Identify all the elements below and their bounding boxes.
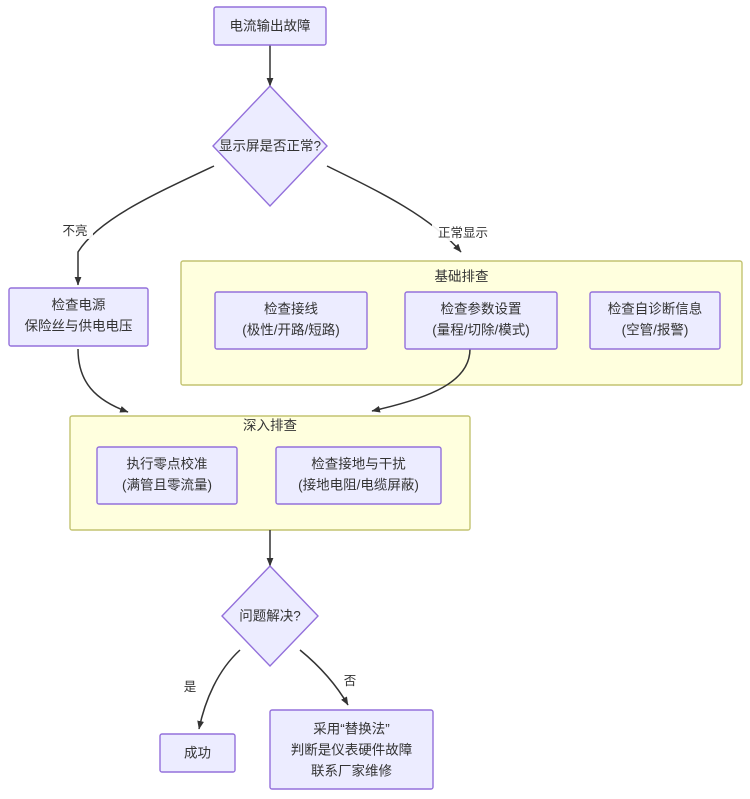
node-decision-solved-diamond[interactable]: [221, 564, 319, 668]
node-success-label-line-1: 成功: [184, 746, 211, 761]
node-check-ground-label-line-2: (接地电阻/电缆屏蔽): [298, 477, 419, 493]
node-decision-solved[interactable]: 问题解决?: [221, 564, 319, 668]
edge-cluster-basic-to-cluster-deep: [371, 348, 471, 413]
node-zero-calibration-rect[interactable]: [96, 446, 238, 505]
node-check-wiring-label-line-1: 检查接线: [264, 301, 318, 317]
node-check-power-label-line-1: 检查电源: [52, 298, 106, 313]
edge-label-not-lit-bg: [57, 222, 93, 239]
edge-label-normal-display: 正常显示: [438, 226, 488, 240]
node-replacement[interactable]: 采用“替换法” 判断是仪表硬件故障 联系厂家维修: [269, 709, 434, 790]
cluster-basic-label: 基础排查: [435, 268, 489, 284]
node-replacement-rect[interactable]: [269, 709, 434, 790]
node-check-selfdiag-label-line-1: 检查自诊断信息: [608, 301, 703, 317]
node-replacement-label-line-3: 联系厂家维修: [311, 763, 392, 779]
node-check-ground-rect[interactable]: [275, 446, 442, 505]
node-check-power-label-line-2: 保险丝与供电电压: [25, 319, 133, 334]
edge-label-normal-display-bg: [432, 224, 494, 241]
node-check-power[interactable]: 检查电源 保险丝与供电电压: [8, 287, 149, 347]
edge-decision-solved-to-success: 是: [180, 649, 241, 730]
edge-label-no: 否: [344, 674, 357, 688]
node-check-params[interactable]: 检查参数设置 (量程/切除/模式): [404, 291, 558, 350]
node-decision-solved-label-line-1: 问题解决?: [239, 609, 301, 624]
edge-label-not-lit: 不亮: [62, 223, 87, 238]
node-replacement-label-line-1: 采用“替换法”: [313, 722, 390, 737]
node-check-params-label-line-2: (量程/切除/模式): [432, 323, 530, 338]
cluster-deep-label: 深入排查: [243, 418, 297, 433]
node-zero-calibration-label-line-1: 执行零点校准: [127, 456, 208, 472]
edge-label-yes: 是: [184, 680, 197, 694]
edge-decision-solved-to-replacement: 否: [299, 649, 360, 706]
node-start[interactable]: 电流输出故障: [213, 6, 327, 46]
node-zero-calibration-label-line-2: (满管且零流量): [122, 478, 212, 493]
node-check-selfdiag-label-line-2: (空管/报警): [622, 323, 689, 338]
edge-check-power-to-cluster-deep: [77, 348, 129, 413]
node-success[interactable]: 成功: [159, 733, 236, 773]
node-check-params-rect[interactable]: [404, 291, 558, 350]
node-start-rect[interactable]: [213, 6, 327, 46]
node-replacement-label-line-2: 判断是仪表硬件故障: [291, 743, 413, 758]
node-check-power-rect[interactable]: [8, 287, 149, 347]
node-decision-display[interactable]: 显示屏是否正常?: [212, 84, 328, 208]
node-success-rect[interactable]: [159, 733, 236, 773]
node-zero-calibration[interactable]: 执行零点校准 (满管且零流量): [96, 446, 238, 505]
node-start-label-line-1: 电流输出故障: [230, 19, 311, 34]
edge-decision-to-cluster-basic: 正常显示: [326, 165, 494, 253]
edge-label-no-bg: [340, 672, 360, 689]
node-check-selfdiag[interactable]: 检查自诊断信息 (空管/报警): [589, 291, 721, 350]
edge-decision-to-check-power: 不亮: [57, 165, 215, 286]
node-check-ground-label-line-1: 检查接地与干扰: [311, 456, 406, 472]
node-decision-display-label-line-1: 显示屏是否正常?: [219, 139, 321, 154]
node-check-wiring-label-line-2: (极性/开路/短路): [242, 323, 340, 338]
node-check-ground[interactable]: 检查接地与干扰 (接地电阻/电缆屏蔽): [275, 446, 442, 505]
node-check-params-label-line-1: 检查参数设置: [441, 301, 522, 317]
node-decision-display-diamond[interactable]: [212, 84, 328, 208]
node-check-selfdiag-rect[interactable]: [589, 291, 721, 350]
node-check-wiring-rect[interactable]: [214, 291, 368, 350]
node-check-wiring[interactable]: 检查接线 (极性/开路/短路): [214, 291, 368, 350]
edge-label-yes-bg: [180, 678, 200, 695]
